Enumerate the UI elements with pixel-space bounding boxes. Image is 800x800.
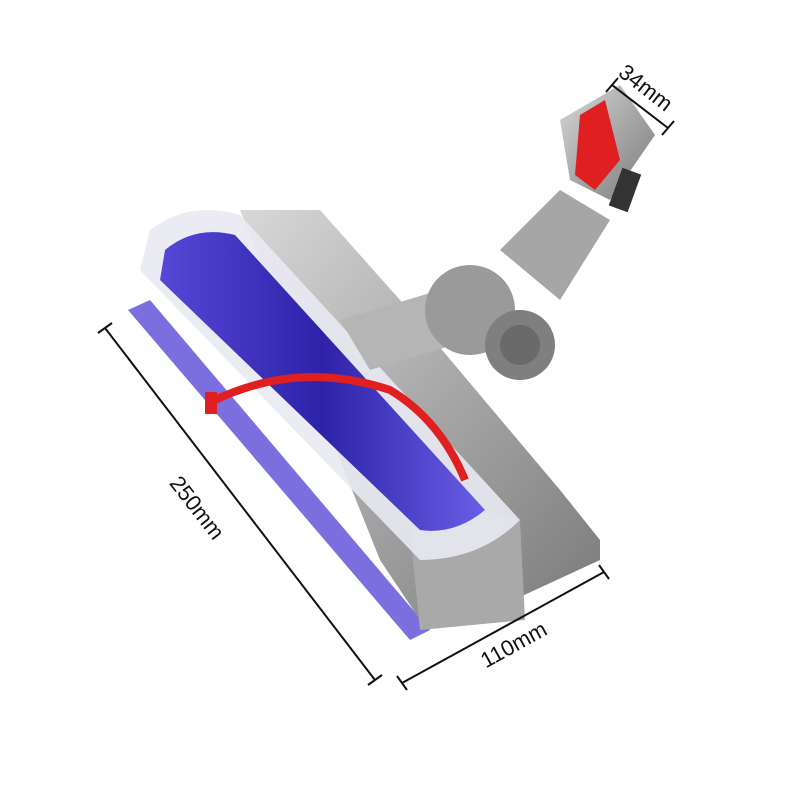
soft-pad <box>128 300 430 640</box>
dimension-lines <box>97 77 675 691</box>
